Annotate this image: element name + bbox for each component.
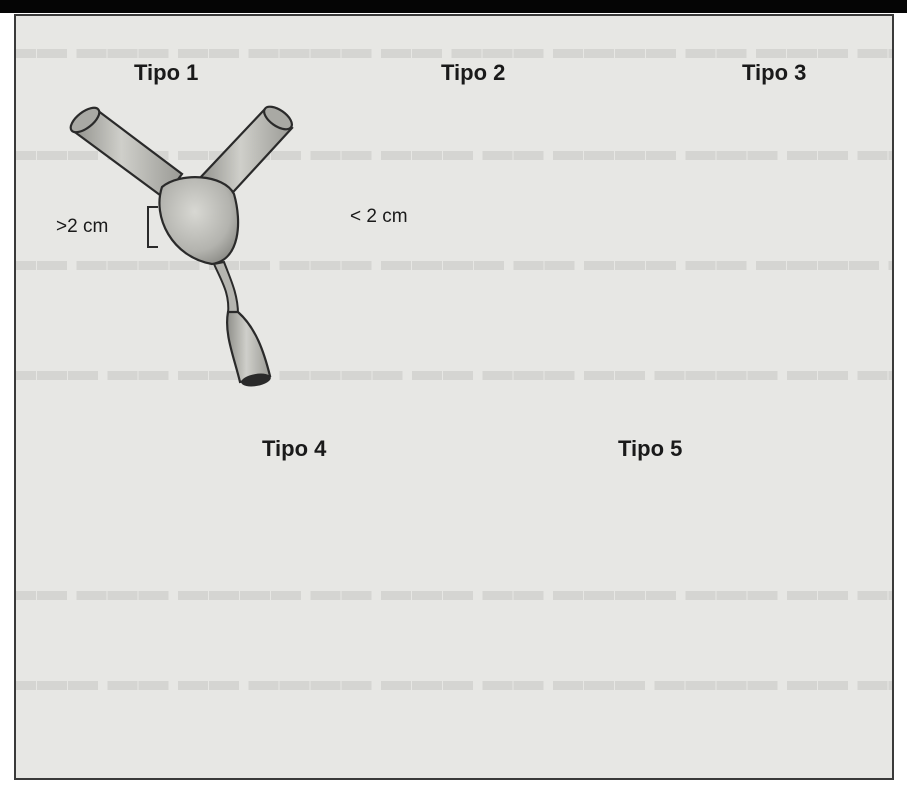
tipo1-figure: [67, 102, 296, 388]
tipo1-label: Tipo 1: [134, 60, 198, 86]
tipo1-measure-label: >2 cm: [56, 216, 108, 238]
tipo5-label: Tipo 5: [618, 436, 682, 462]
tipo2-measure-label: < 2 cm: [350, 206, 408, 228]
tipo2-label: Tipo 2: [441, 60, 505, 86]
top-black-bar: [0, 0, 907, 13]
figure-panel: ▬▬ ▬▬▬ ▬▬ ▬▬▬▬ ▬▬ ▬▬▬ ▬▬▬▬ ▬▬ ▬▬▬ ▬▬ ▬▬▬…: [14, 14, 894, 780]
choledochal-cyst-types-diagram: [16, 16, 894, 780]
tipo3-label: Tipo 3: [742, 60, 806, 86]
tipo4-label: Tipo 4: [262, 436, 326, 462]
